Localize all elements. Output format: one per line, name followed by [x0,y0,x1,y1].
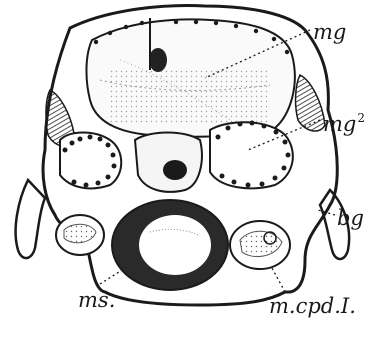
central-cluster [149,48,167,72]
lower-ring-inner [139,215,211,275]
right-muscle-block [296,75,325,131]
label-ms: ms. [78,290,115,311]
label-bg: bg [337,208,364,229]
label-mg: mg [313,22,346,43]
label-mcpd: m.cpd.I. [269,296,356,317]
left-chamber [60,133,121,189]
label-mg2-superscript: 2 [357,111,365,125]
label-mg2: mg2 [323,112,365,135]
label-mg2-base: mg [323,112,356,136]
left-lateral-projection [16,180,45,258]
